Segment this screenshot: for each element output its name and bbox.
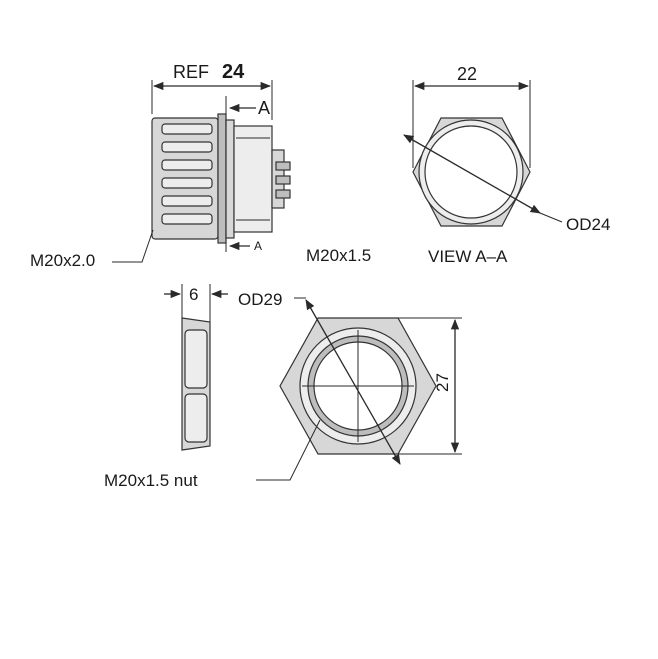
dim-22-label: 22 xyxy=(457,64,477,84)
connector-side-view xyxy=(151,113,291,244)
section-a-top-label: A xyxy=(258,98,270,118)
ref-24-dimension: REF 24 xyxy=(151,61,273,120)
dim-6-label: 6 xyxy=(189,285,198,304)
od24-label: OD24 xyxy=(566,215,610,234)
thread-body-label: M20x1.5 xyxy=(306,246,371,265)
thread-gland-callout: M20x2.0 xyxy=(30,229,154,270)
dim-27-label: 27 xyxy=(433,373,452,392)
view-a-a: 22 OD24 VIEW A–A xyxy=(403,64,610,266)
nut-label: M20x1.5 nut xyxy=(104,471,198,490)
ref-value: 24 xyxy=(222,61,245,83)
nut-side-view: 6 xyxy=(164,284,228,451)
thread-gland-label: M20x2.0 xyxy=(30,251,95,270)
gland-ribs xyxy=(161,123,213,225)
od29-label: OD29 xyxy=(238,290,282,309)
ref-prefix: REF xyxy=(173,62,209,82)
section-a-markers: A A xyxy=(225,96,270,253)
section-a-bottom-label: A xyxy=(254,239,262,253)
view-label: VIEW A–A xyxy=(428,247,508,266)
nut-front-view: 27 OD29 M20x1.5 nut xyxy=(104,290,462,490)
